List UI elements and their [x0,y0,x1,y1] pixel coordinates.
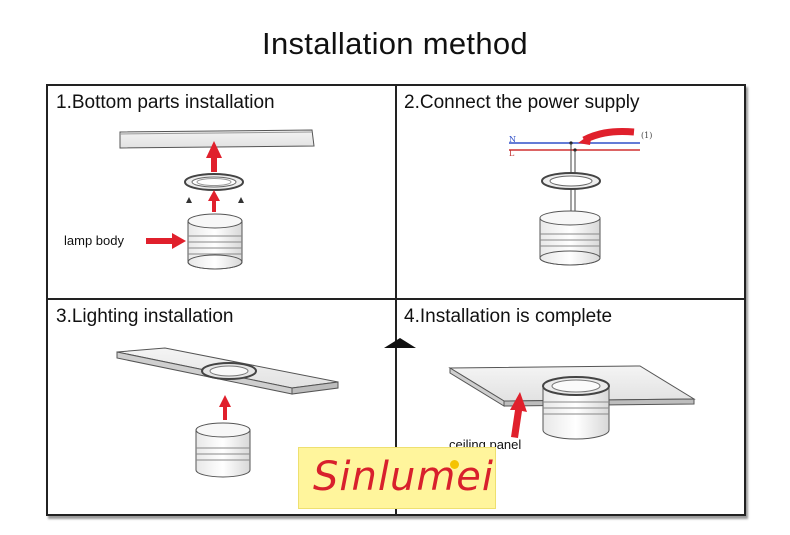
ceiling-panel-pointer-arrow [510,392,527,438]
lamp-body-label: lamp body [64,233,124,248]
panel2-pointer-arrow [578,128,635,145]
panel1-up-arrow [206,141,222,172]
brand-logo-text: Sinlumei [313,454,495,500]
panel2-mounting-ring [541,172,601,190]
wire-n-label: N [509,135,516,144]
panel3-lamp-body [195,422,251,478]
panel1-small-arrow [208,190,220,212]
step-2-title: 2.Connect the power supply [404,92,640,113]
step-4-title: 4.Installation is complete [404,306,613,327]
panel1-lamp-body [187,213,243,270]
panel1-ceiling-plate [119,129,315,149]
panel4-installed-lamp [542,376,610,440]
vertical-divider [395,86,397,514]
panel1-mounting-ring [184,173,244,203]
lamp-body-pointer-arrow [146,233,186,249]
step-1-title: 1.Bottom parts installation [56,92,275,113]
center-triangle-marker [384,338,416,348]
panel2-lamp-body [539,210,601,266]
panel3-up-arrow [219,395,231,420]
power-ref-label: (1) [641,131,653,140]
horizontal-divider [46,298,746,300]
panel3-ceiling-plate [116,347,339,395]
page-title: Installation method [262,26,528,61]
logo-dot-icon [450,460,459,469]
wire-l-label: L [509,149,515,158]
step-3-title: 3.Lighting installation [56,306,234,327]
brand-logo: Sinlumei [298,447,496,509]
